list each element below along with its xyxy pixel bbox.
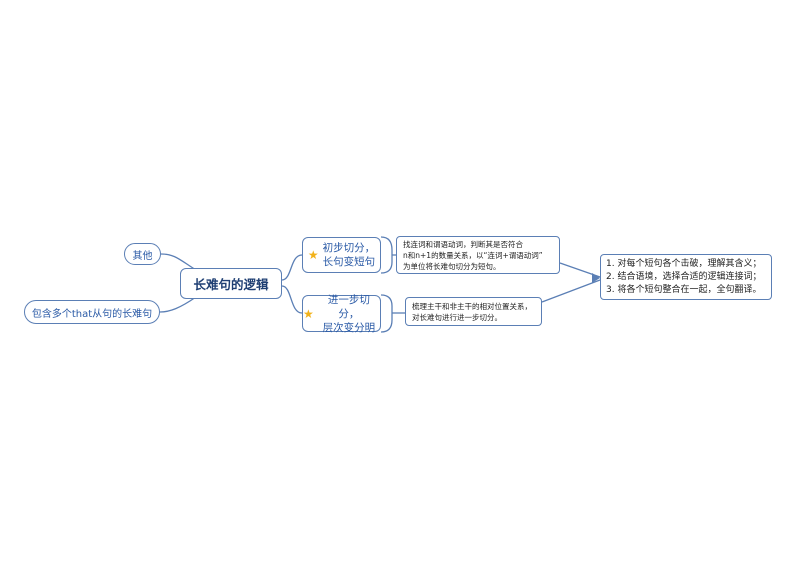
star-icon: ★	[303, 306, 314, 321]
result-step-1: 1. 对每个短句各个击破，理解其含义；	[606, 258, 762, 269]
node-other[interactable]: 其他	[124, 243, 161, 265]
bracket-branch-2	[380, 294, 393, 333]
branch-further-split[interactable]: ★ 进一步切分， 层次变分明	[302, 293, 381, 334]
result-translation-steps[interactable]: 1. 对每个短句各个击破，理解其含义； 2. 结合语境，选择合适的逻辑连接词； …	[600, 254, 772, 300]
central-topic[interactable]: 长难句的逻辑	[180, 268, 282, 299]
branch-further-split-label: 进一步切分， 层次变分明	[322, 293, 376, 334]
branch-initial-split-label: 初步切分， 长句变短句	[322, 242, 376, 268]
central-topic-label: 长难句的逻辑	[193, 277, 269, 292]
result-step-3: 3. 将各个短句整合在一起，全句翻译。	[606, 284, 762, 295]
edge-central-to-branch-2	[281, 285, 303, 314]
node-multiple-that-clauses[interactable]: 包含多个that从句的长难句	[24, 300, 160, 324]
node-multiple-that-clauses-label: 包含多个that从句的长难句	[31, 308, 153, 320]
note-initial-split[interactable]: 找连词和谓语动词，判断其是否符合 n和n+1的数量关系，以“连词+谓语动词” 为…	[396, 236, 560, 274]
node-other-label: 其他	[132, 250, 153, 262]
note-further-split[interactable]: 梳理主干和非主干的相对位置关系， 对长难句进行进一步切分。	[405, 297, 542, 326]
arrowhead-result	[592, 273, 600, 283]
note-further-split-text: 梳理主干和非主干的相对位置关系， 对长难句进行进一步切分。	[412, 301, 532, 322]
edge-central-to-that	[159, 296, 197, 313]
star-icon: ★	[307, 248, 319, 262]
result-step-2: 2. 结合语境，选择合适的逻辑连接词；	[606, 271, 762, 282]
result-list: 1. 对每个短句各个击破，理解其含义； 2. 结合语境，选择合适的逻辑连接词； …	[606, 258, 761, 297]
branch-initial-split[interactable]: ★ 初步切分， 长句变短句	[302, 237, 381, 273]
arrow-note-2-to-result	[541, 279, 601, 303]
edge-central-to-other	[160, 253, 197, 271]
edge-central-to-branch-1	[281, 254, 303, 281]
bracket-branch-1	[380, 236, 393, 274]
note-initial-split-text: 找连词和谓语动词，判断其是否符合 n和n+1的数量关系，以“连词+谓语动词” 为…	[403, 239, 543, 271]
